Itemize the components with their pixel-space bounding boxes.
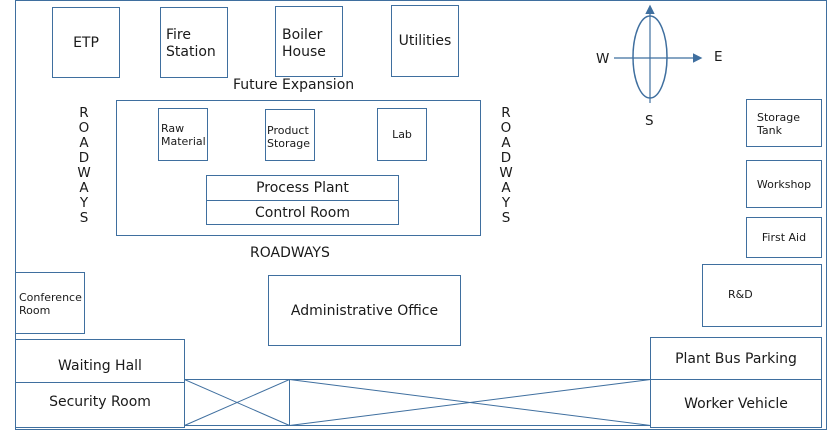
rnd-building[interactable]: R&D: [702, 264, 822, 327]
workshop-building[interactable]: Workshop: [746, 160, 822, 208]
fire-station-label: Fire Station: [166, 27, 216, 60]
process-plant-building[interactable]: Process Plant: [206, 175, 399, 201]
plant-bus-parking-area[interactable]: Plant Bus Parking: [650, 337, 822, 380]
product-storage-building[interactable]: Product Storage: [265, 109, 315, 161]
storage-tank-label: Storage Tank: [757, 111, 801, 138]
utilities-label: Utilities: [398, 33, 452, 49]
first-aid-label: First Aid: [761, 231, 807, 244]
boiler-house-label: Boiler House: [282, 27, 326, 60]
waiting-hall-label: Waiting Hall: [58, 358, 142, 374]
compass-south-label: S: [645, 113, 654, 129]
compass-east-label: E: [714, 49, 723, 65]
etp-building[interactable]: ETP: [52, 7, 120, 78]
administrative-office-label: Administrative Office: [290, 302, 439, 319]
fire-station-building[interactable]: Fire Station: [160, 7, 228, 78]
lab-building[interactable]: Lab: [377, 108, 427, 161]
worker-vehicle-area[interactable]: Worker Vehicle: [650, 379, 822, 428]
etp-label: ETP: [73, 34, 99, 51]
boiler-house-building[interactable]: Boiler House: [275, 6, 343, 77]
lab-label: Lab: [392, 128, 412, 141]
first-aid-building[interactable]: First Aid: [746, 217, 822, 258]
control-room-building[interactable]: Control Room: [206, 200, 399, 225]
administrative-office-building[interactable]: Administrative Office: [268, 275, 461, 346]
waiting-hall-building[interactable]: Waiting Hall: [15, 339, 185, 383]
plant-bus-parking-label: Plant Bus Parking: [675, 350, 797, 367]
worker-vehicle-label: Worker Vehicle: [684, 395, 788, 412]
rnd-label: R&D: [728, 288, 753, 301]
roadways-bottom-label: ROADWAYS: [250, 245, 330, 261]
compass-west-label: W: [596, 51, 610, 67]
workshop-label: Workshop: [756, 177, 812, 191]
utilities-building[interactable]: Utilities: [391, 5, 459, 77]
future-expansion-label: Future Expansion: [233, 77, 355, 93]
conference-room-building[interactable]: Conference Room: [15, 272, 85, 334]
roadways-right-label: ROADWAYS: [499, 105, 513, 226]
control-room-label: Control Room: [255, 204, 350, 221]
raw-material-label: Raw Material: [161, 122, 206, 149]
conference-room-label: Conference Room: [19, 291, 82, 318]
raw-material-building[interactable]: Raw Material: [158, 108, 208, 161]
storage-tank-building[interactable]: Storage Tank: [746, 99, 822, 147]
product-storage-label: Product Storage: [267, 124, 311, 151]
security-room-building[interactable]: Security Room: [15, 382, 185, 428]
process-plant-label: Process Plant: [256, 180, 349, 196]
roadways-left-label: ROADWAYS: [77, 105, 91, 226]
security-room-label: Security Room: [49, 394, 151, 410]
